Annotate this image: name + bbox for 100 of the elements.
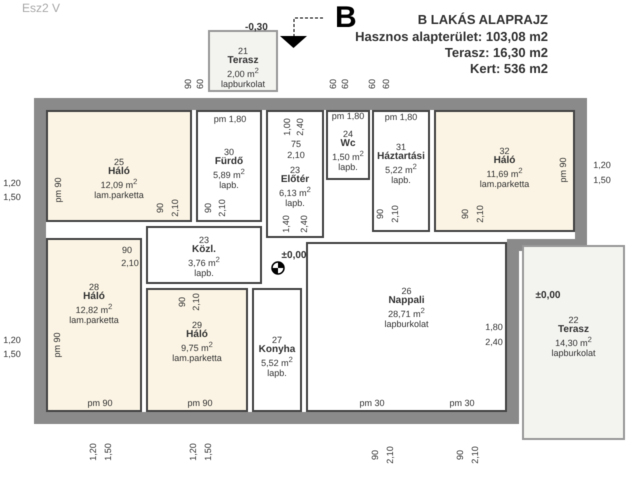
dimension-label: pm 90 (188, 398, 212, 408)
room-area (372, 110, 430, 232)
dimension-label: 1,40 (281, 215, 291, 233)
room-number: 30 (224, 147, 234, 157)
dimension-label: 1,50 (593, 175, 611, 185)
floor-finish: lam.parketta (172, 353, 222, 363)
room-name: Háló (186, 330, 208, 340)
room-area: 11,69 m$^{2}$ (486, 166, 523, 179)
dimension-label: 1,50 (203, 443, 213, 461)
floor-finish: lapburkolat (551, 348, 596, 358)
floor-finish: lapburkolat (220, 79, 266, 89)
dimension-label: pm 30 (450, 398, 474, 408)
room-area: 5,22 m$^{2}$ (385, 162, 417, 175)
dimension-label: pm 30 (360, 398, 384, 408)
room-number: 32 (499, 146, 510, 156)
room-area (252, 288, 302, 412)
room-name: Terasz (558, 325, 589, 335)
elevation-label: ±0,00 (536, 291, 560, 301)
floor-finish: lapb. (285, 198, 305, 208)
room-area: 5,89 m$^{2}$ (213, 167, 245, 180)
dimension-label: 2,10 (385, 446, 395, 464)
dimension-label: 90 (370, 450, 380, 460)
area-summary-line: Terasz: 16,30 m2 (444, 45, 548, 60)
dimension-label: 60 (340, 79, 350, 89)
room-name: Háló (83, 292, 105, 302)
dimension-label: 1,00 (282, 118, 292, 136)
floor-finish: lam.parketta (69, 315, 119, 325)
dimension-label: 2,10 (217, 199, 227, 217)
room-area: 12,82 m$^{2}$ (76, 302, 112, 315)
dimension-label: 90 (203, 203, 213, 213)
dimension-label: 60 (381, 79, 391, 89)
room-name: Nappali (388, 296, 425, 306)
room-area (146, 226, 262, 284)
floor-finish: lam.parketta (480, 179, 530, 189)
room-area: 1,50 m$^{2}$ (332, 149, 364, 162)
dimension-label: 90 (155, 203, 165, 213)
room-name: Fürdő (214, 157, 244, 167)
room-number: 28 (88, 282, 99, 292)
floor-finish: lapb. (267, 368, 287, 378)
dimension-label: 90 (375, 209, 385, 219)
dimension-label: pm 1,80 (214, 114, 246, 124)
dimension-label: 1,50 (103, 443, 113, 461)
dimension-label: 75 (291, 139, 301, 149)
floor-finish: lapb. (194, 268, 214, 278)
floor-finish: lapb. (219, 180, 239, 190)
dimension-label: 60 (367, 79, 377, 89)
room-name: Wc (340, 139, 356, 149)
area-summary-line: Kert: 536 m2 (470, 61, 548, 76)
dimension-label: pm 1,80 (332, 111, 364, 121)
room-number: 29 (192, 320, 202, 330)
room-area (46, 238, 142, 412)
dimension-label: pm 90 (52, 332, 62, 358)
dimension-label: 2,10 (191, 293, 201, 311)
room-number: 27 (272, 335, 282, 345)
dimension-label: 1,20 (593, 160, 611, 170)
room-area: 6,13 m$^{2}$ (279, 185, 311, 198)
dimension-label: 1,50 (3, 349, 21, 359)
room-area (46, 110, 192, 222)
room-number: 24 (342, 129, 353, 139)
room-name: Előtér (280, 175, 310, 185)
dimension-label: 90 (177, 297, 187, 307)
room-area: 12,09 m$^{2}$ (100, 177, 138, 190)
dimension-label: 90 (455, 450, 465, 460)
dimension-label: 1,20 (3, 335, 21, 345)
sheet-label: Esz2 V (22, 3, 60, 13)
dimension-label: 90 (122, 245, 132, 255)
dimension-label: 2,10 (170, 199, 180, 217)
dimension-label: 2,40 (295, 118, 305, 136)
dimension-label: 1,20 (88, 443, 98, 461)
dimension-label: 60 (195, 79, 205, 89)
dimension-label: pm 90 (558, 158, 568, 182)
room-name: Közl. (192, 245, 216, 255)
room-area (146, 288, 248, 412)
dimension-label: 90 (460, 209, 470, 219)
area-summary-line: Hasznos alapterület: 103,08 m2 (355, 29, 548, 44)
room-name: Konyha (258, 345, 296, 355)
dimension-label: 2,10 (287, 150, 305, 160)
floor-finish: lam.parketta (94, 190, 144, 200)
dimension-label: 2,10 (470, 446, 480, 464)
dimension-label: 2,10 (475, 205, 485, 223)
room-area: 14,30 m$^{2}$ (555, 335, 592, 348)
room-number: 22 (568, 315, 578, 325)
room-area (266, 110, 324, 238)
floor-finish: lapb. (391, 175, 411, 185)
elevation-label: -0,30 (245, 23, 268, 33)
room-area (434, 110, 575, 232)
elevation-label: ±0,00 (282, 251, 306, 261)
dimension-label: 2,10 (121, 258, 139, 268)
dimension-label: 1,20 (188, 443, 198, 461)
room-area: 2,00 m$^{2}$ (227, 66, 259, 79)
room-area: 28,71 m$^{2}$ (388, 306, 425, 319)
dimension-label: 2,10 (390, 205, 400, 223)
dimension-label: 60 (328, 79, 338, 89)
room-area (196, 110, 262, 222)
dimension-label: 2,40 (299, 215, 309, 233)
room-area: 9,75 m$^{2}$ (181, 340, 213, 353)
room-area: 5,52 m$^{2}$ (261, 355, 293, 368)
room-number: 23 (290, 165, 300, 175)
room-number: 23 (198, 235, 209, 245)
dimension-label: 1,50 (3, 192, 21, 202)
